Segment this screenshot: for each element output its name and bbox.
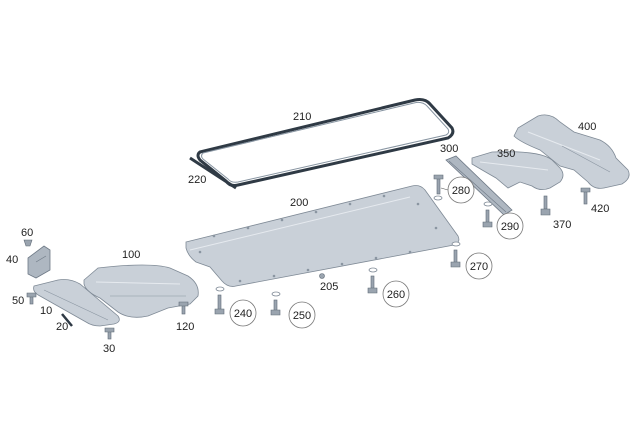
callout-250 [288,301,316,329]
label-260: 260 [387,289,405,301]
bolt-120 [178,301,189,315]
label-30: 30 [103,343,115,355]
label-400: 400 [578,121,596,133]
bolt-420 [580,187,591,205]
strip-20 [61,313,73,327]
bolt-270 [450,241,461,268]
label-370: 370 [553,219,571,231]
callout-280 [447,176,475,204]
bolt-30 [104,327,115,340]
callout-240 [229,299,257,327]
label-350: 350 [497,148,515,160]
bolt-50 [26,292,37,305]
label-210: 210 [293,111,311,123]
label-20: 20 [56,321,68,333]
guard-10 [33,279,120,327]
label-60: 60 [21,227,33,239]
bolt-290 [482,201,493,228]
label-280: 280 [452,185,470,197]
cover-350 [471,151,564,190]
clip-60 [23,239,33,247]
plug-205 [319,273,325,279]
label-290: 290 [501,221,519,233]
seal-strip-220 [189,156,237,190]
label-40: 40 [6,254,18,266]
rail-300 [445,155,513,216]
callout-260 [382,280,410,308]
bracket-40 [27,245,51,279]
label-220: 220 [188,174,206,186]
label-420: 420 [591,203,609,215]
label-120: 120 [176,321,194,333]
label-100: 100 [122,249,140,261]
floor-panel-200 [185,185,460,287]
callout-270 [465,252,493,280]
cover-100 [83,264,199,318]
bolt-370 [540,195,551,216]
seal-ring-210 [196,98,455,187]
label-300: 300 [440,143,458,155]
callout-290 [496,212,524,240]
bolt-250 [270,291,281,316]
leader-280 [440,187,449,191]
label-240: 240 [234,308,252,320]
bolt-280 [433,174,444,201]
label-200: 200 [290,197,308,209]
label-10: 10 [40,305,52,317]
label-250: 250 [293,310,311,322]
cover-400 [513,114,630,189]
label-50: 50 [12,295,24,307]
bolt-240 [214,286,225,315]
label-205: 205 [320,281,338,293]
bolt-260 [367,267,378,294]
label-270: 270 [470,261,488,273]
